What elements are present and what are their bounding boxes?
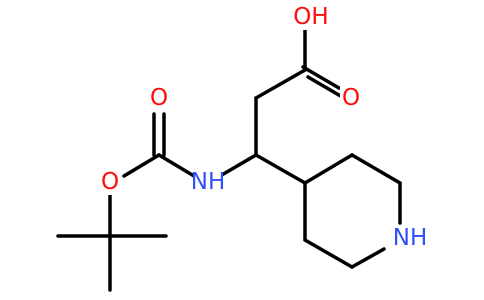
bonds (56, 26, 402, 292)
bond-nh-carbonyl (157, 153, 196, 178)
acid-carbonyl-oxygen-label: O (342, 85, 360, 111)
atom-acid-hydroxyl: OH (290, 4, 330, 30)
atom-carbamate-ester-oxygen: O (99, 169, 121, 195)
bond-ring-c6-c5 (303, 238, 354, 269)
atom-carbamate-carbonyl-oxygen: O (148, 85, 170, 111)
atom-carbamate-nitrogen: NH (191, 169, 226, 195)
atom-piperidine-nitrogen: NH (389, 225, 429, 251)
acid-hydroxyl-label: OH (293, 4, 328, 30)
atom-labels: OH O O O NH NH (99, 4, 429, 251)
bond-ch-ring (254, 153, 307, 185)
piperidine-nitrogen-label: NH (393, 225, 428, 251)
bond-acid-c-ch2 (254, 68, 307, 100)
carbamate-ester-oxygen-label: O (101, 169, 119, 195)
carbamate-nitrogen-label: NH (191, 169, 226, 195)
bond-ring-c3-c2 (350, 153, 402, 185)
bond-acid-c-o-double-b (306, 75, 346, 100)
carbamate-carbonyl-oxygen-label: O (150, 85, 168, 111)
atom-acid-carbonyl-oxygen: O (340, 85, 362, 111)
bond-ring-c4-c3 (303, 153, 354, 185)
bond-ch-nh (218, 153, 258, 178)
bond-carbonyl-o-ester (122, 153, 161, 178)
bond-acid-c-o-double-a (301, 65, 341, 90)
bond-ring-n-c6 (350, 247, 386, 269)
